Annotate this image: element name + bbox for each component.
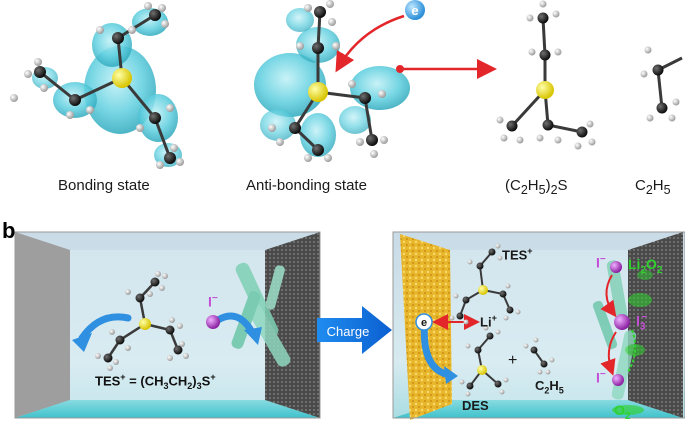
tes-migration-arrow bbox=[78, 313, 132, 342]
tes-molecule-left bbox=[95, 271, 189, 371]
iodide-label-top: I− bbox=[596, 254, 606, 271]
tes-label-right: TES+ bbox=[502, 246, 533, 263]
antibonding-state-molecule bbox=[254, 0, 410, 162]
des-molecule-right bbox=[459, 325, 509, 397]
antibonding-state-label: Anti-bonding state bbox=[246, 177, 367, 194]
lithium-ion-label: Li+ bbox=[480, 313, 497, 330]
tes-equation: TES+ = (CH3CH2)3S+ bbox=[95, 372, 216, 391]
ethyl-molecule bbox=[640, 46, 683, 122]
oxygen-label: O2 bbox=[614, 402, 631, 422]
iodide-label-bottom: I− bbox=[596, 369, 606, 386]
ethyl-molecule-right bbox=[523, 337, 555, 375]
electron-symbol: e bbox=[411, 3, 418, 18]
charge-label: Charge bbox=[327, 324, 370, 339]
des-formula-label: (C2H5)2S bbox=[505, 177, 568, 197]
oxidation-arrow-bottom bbox=[600, 331, 617, 376]
iodide-ion-left bbox=[206, 315, 220, 329]
triiodide-ion bbox=[614, 314, 630, 330]
panel-b-letter: b bbox=[2, 218, 16, 243]
electron-label-right: e bbox=[421, 317, 427, 329]
li2o2-label: Li2O2 bbox=[628, 256, 663, 276]
iodide-migration-arrow bbox=[214, 312, 256, 336]
triiodide-label: I3− bbox=[636, 312, 648, 333]
ethyl-label-right: C2H5 bbox=[535, 378, 564, 396]
des-molecule bbox=[496, 0, 596, 150]
li2o2-decomposition-path bbox=[627, 329, 637, 373]
bonding-state-molecule bbox=[10, 2, 184, 169]
electron-injection-arrow bbox=[335, 14, 405, 73]
electron-ball: e bbox=[405, 0, 425, 20]
charge-arrow: Charge bbox=[317, 306, 392, 354]
ethyl-formula-label: C2H5 bbox=[635, 177, 671, 197]
iodide-ion-bottom bbox=[612, 374, 624, 386]
tes-migration-arrowhead bbox=[72, 333, 92, 352]
electron-flow-arrowhead bbox=[444, 366, 458, 384]
des-label-right: DES bbox=[462, 398, 489, 413]
left-carbon-nanotubes bbox=[231, 262, 291, 367]
oxidation-arrow-top bbox=[600, 274, 617, 318]
iodide-ion-top bbox=[610, 261, 622, 273]
iodide-label-left: I− bbox=[208, 293, 218, 310]
iodide-migration-arrowhead bbox=[244, 327, 262, 345]
plus-sign: + bbox=[508, 352, 518, 369]
dissociation-arrow-tail bbox=[396, 65, 404, 73]
tes-molecule-right bbox=[449, 243, 521, 325]
bonding-state-label: Bonding state bbox=[58, 177, 150, 194]
